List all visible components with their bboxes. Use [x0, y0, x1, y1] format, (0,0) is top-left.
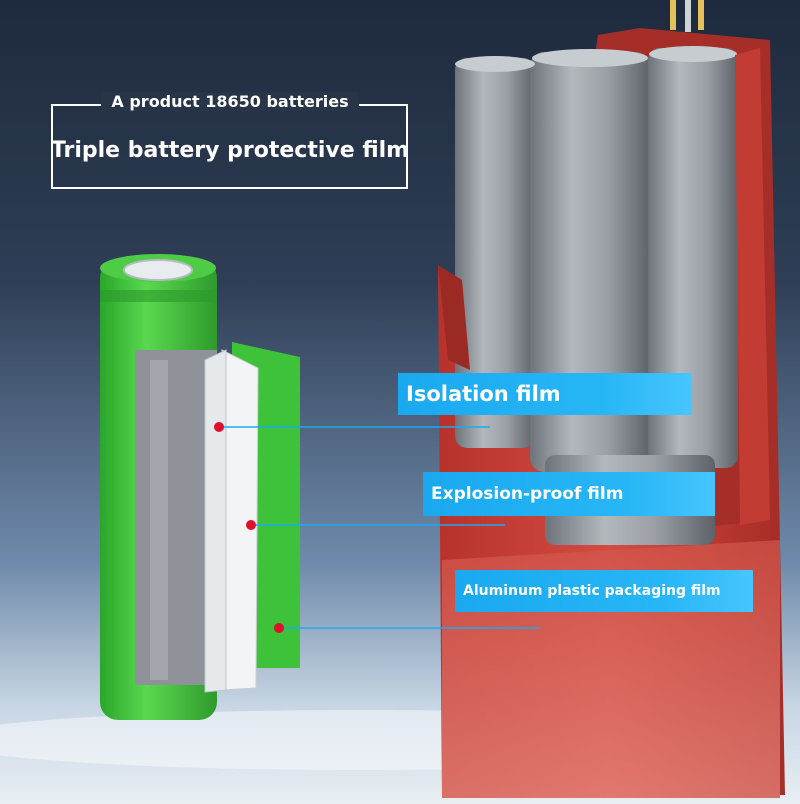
title-subtitle-wrap: A product 18650 batteries [50, 92, 410, 111]
pack-cell-top-3 [649, 46, 737, 62]
callout-aluminum-label: Aluminum plastic packaging film [463, 583, 721, 599]
battery-neck [100, 290, 217, 302]
pack-wire-2 [685, 0, 691, 32]
marker-dot-aluminum [274, 623, 284, 633]
battery-terminal [123, 259, 193, 281]
film-inner-white [204, 349, 227, 693]
pack-cell-2 [530, 52, 650, 472]
pack-wrap-front-edge [438, 265, 470, 370]
callout-isolation-label: Isolation film [406, 382, 561, 406]
pack-wire-3 [698, 0, 704, 30]
callout-leaders [214, 422, 540, 633]
subtitle-text: A product 18650 batteries [101, 92, 359, 111]
pack-cell-top-2 [532, 49, 648, 67]
pack-cell-1 [455, 58, 535, 448]
callout-explosion-proof-film: Explosion-proof film [423, 472, 715, 516]
marker-dot-isolation [214, 422, 224, 432]
battery-window [135, 350, 217, 685]
pack-cell-3 [648, 48, 738, 468]
pack-wire-1 [670, 0, 676, 30]
callout-aluminum-packaging-film: Aluminum plastic packaging film [455, 570, 753, 612]
battery-window-shine [150, 360, 168, 680]
pack-side-band [735, 48, 770, 525]
callout-explosion-label: Explosion-proof film [431, 484, 624, 504]
title-main: Triple battery protective film [50, 138, 410, 163]
film-middle-white [221, 349, 259, 691]
pack-cell-top-1 [455, 56, 535, 72]
marker-dot-explosion [246, 520, 256, 530]
callout-isolation-film: Isolation film [398, 373, 692, 415]
battery-18650 [100, 254, 300, 720]
